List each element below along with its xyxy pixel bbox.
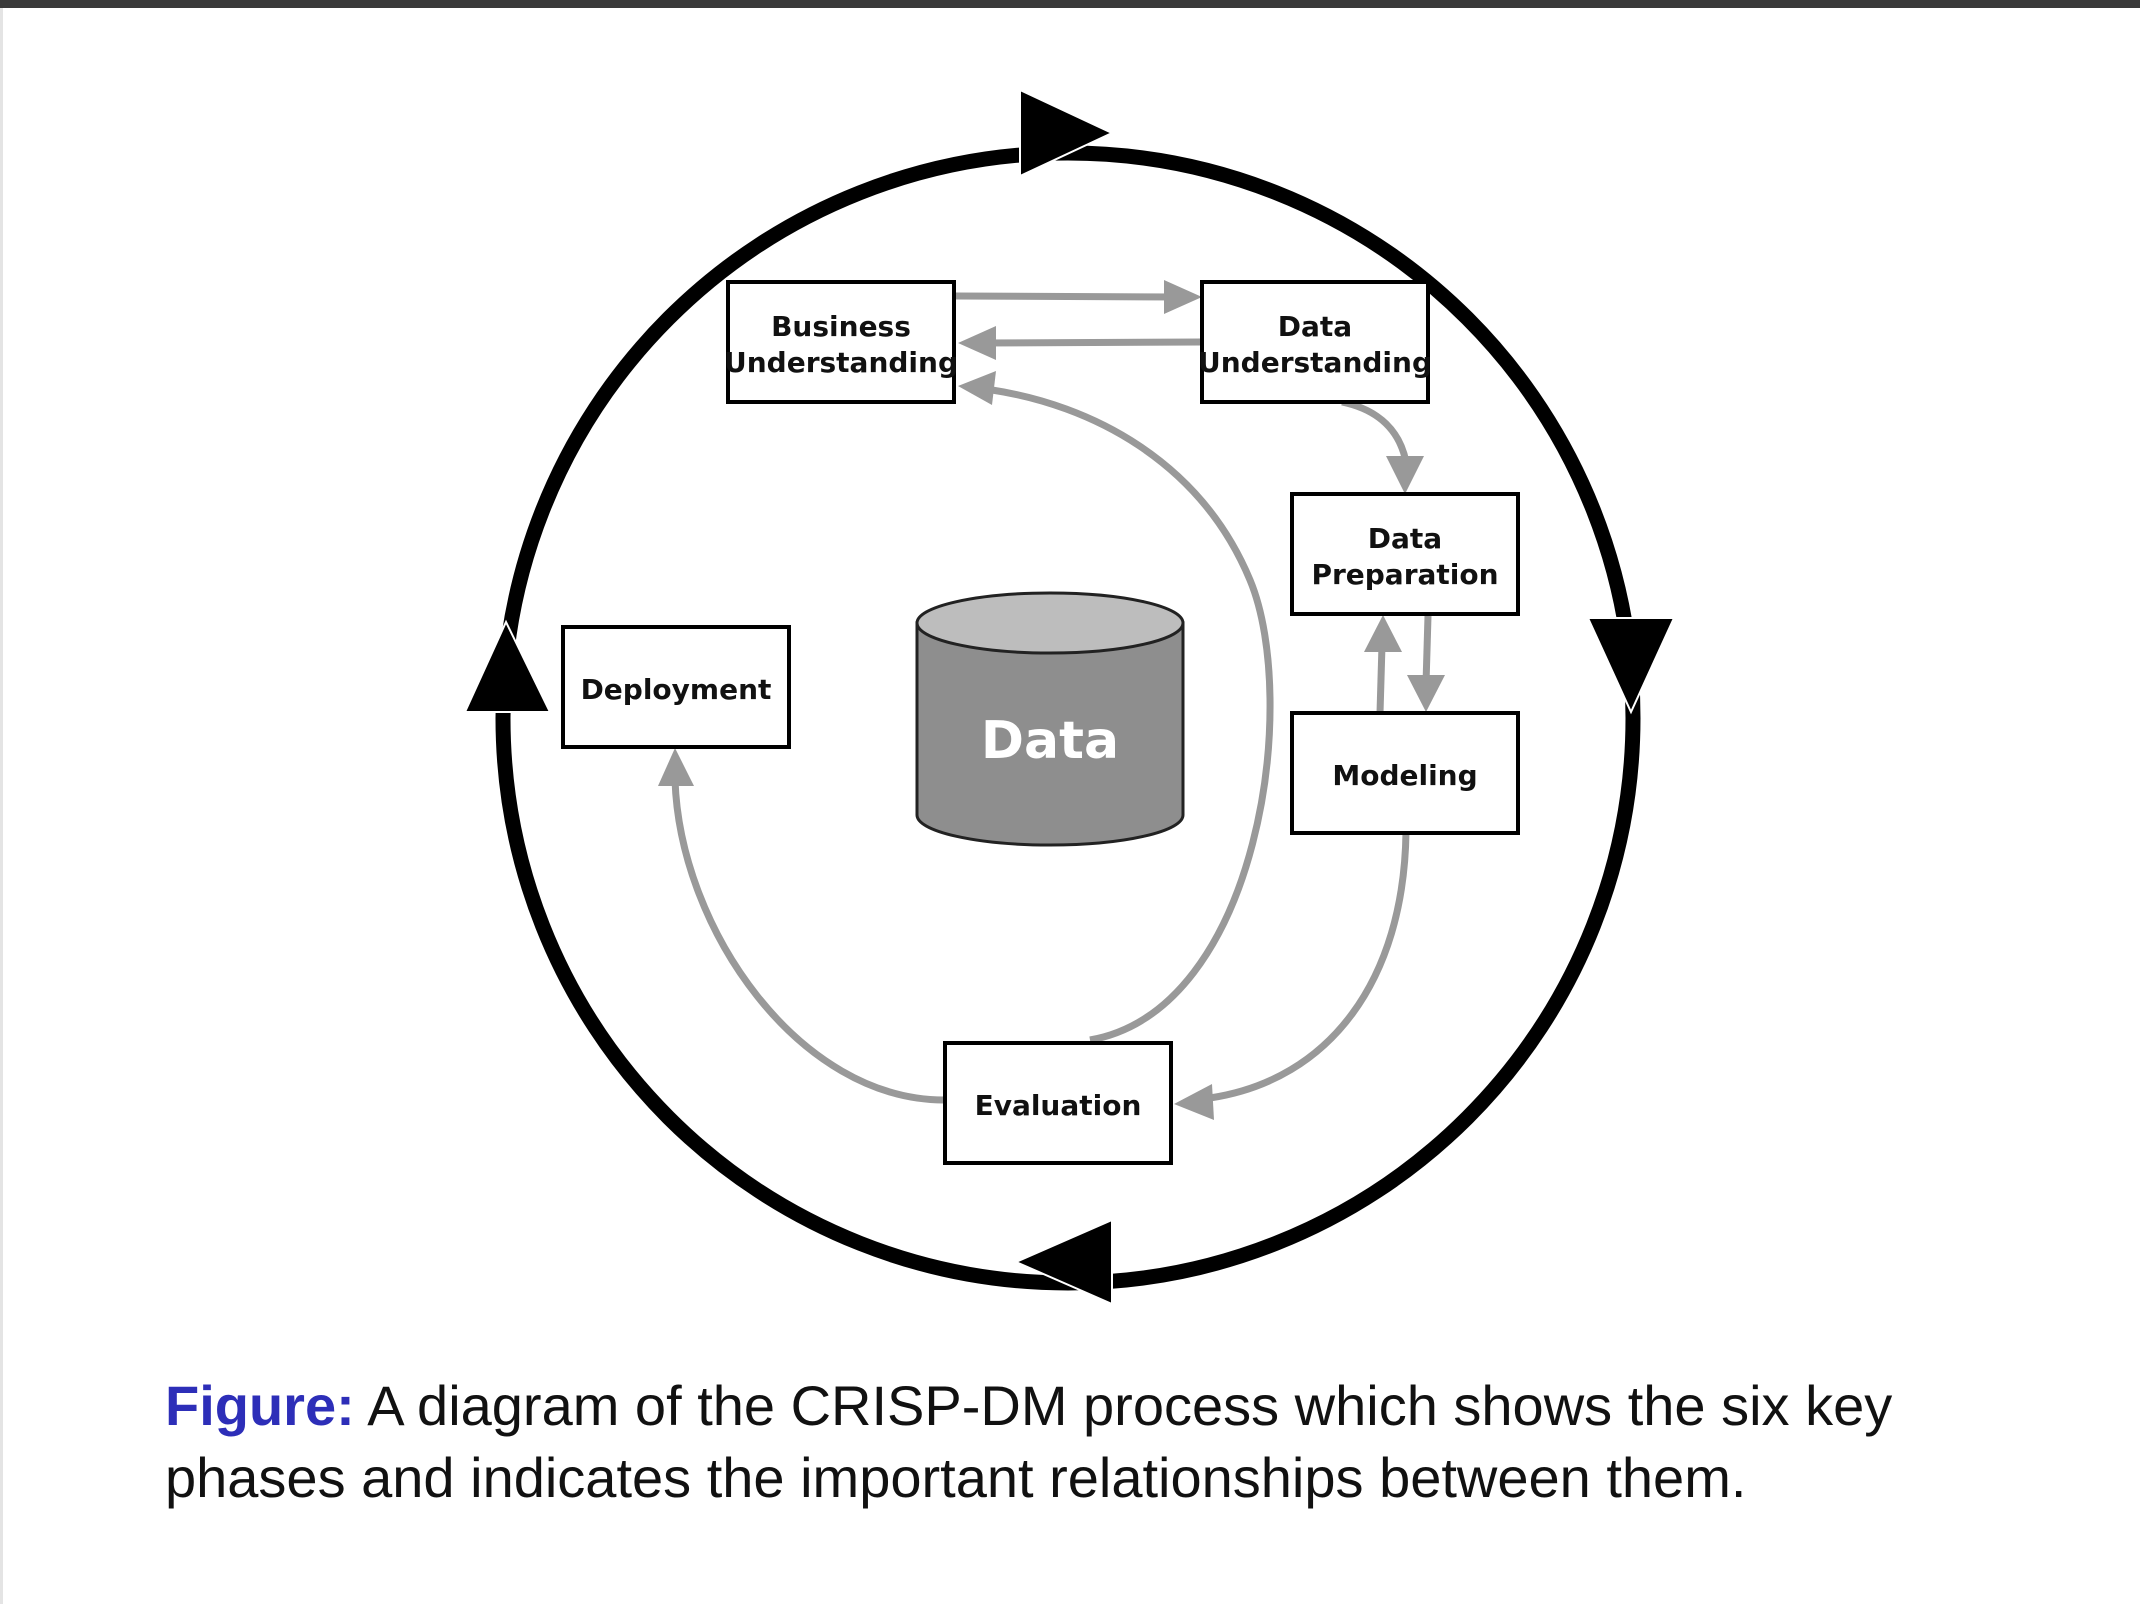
database-cylinder-icon: Data [915, 591, 1185, 847]
arrowhead-modeling-to-preparation-icon [1364, 615, 1402, 652]
cycle-arrowhead-top-icon [1019, 88, 1115, 178]
business-understanding-label-line1: Business [771, 310, 911, 343]
cycle-arrowhead-right-icon [1586, 617, 1676, 715]
arrowhead-evaluation-to-business-icon [958, 371, 996, 405]
data-understanding-label-line1: Data [1278, 310, 1352, 343]
phase-box-data-understanding: Data Understanding [1198, 280, 1432, 404]
arrow-evaluation-to-deployment [671, 779, 945, 1104]
caption-prefix: Figure: [165, 1374, 355, 1437]
modeling-label: Modeling [1332, 759, 1477, 792]
figure-caption: Figure: A diagram of the CRISP-DM proces… [165, 1370, 2065, 1514]
data-preparation-label-line2: Preparation [1311, 558, 1498, 591]
arrow-modeling-to-preparation [1376, 644, 1386, 714]
arrowhead-data-to-business-icon [958, 326, 996, 360]
deployment-label: Deployment [581, 673, 772, 706]
phase-box-evaluation: Evaluation [943, 1041, 1173, 1165]
arrow-preparation-to-modeling [1422, 615, 1432, 685]
arrow-modeling-to-evaluation [1209, 831, 1410, 1102]
phase-box-deployment: Deployment [561, 625, 791, 749]
data-understanding-label-line2: Understanding [1198, 346, 1432, 379]
arrowhead-understanding-to-preparation-icon [1386, 456, 1424, 494]
cycle-arrowhead-bottom-icon [1013, 1218, 1113, 1306]
phase-box-business-understanding: Business Understanding [724, 280, 958, 404]
arrow-data-understanding-to-preparation [1341, 398, 1410, 463]
center-data-label: Data [981, 711, 1119, 771]
arrowhead-preparation-to-modeling-icon [1407, 675, 1445, 712]
phase-box-modeling: Modeling [1290, 711, 1520, 835]
arrowhead-business-to-data-icon [1164, 280, 1202, 314]
arrow-business-to-data-understanding [955, 292, 1181, 301]
data-preparation-label-line1: Data [1368, 522, 1442, 555]
phase-box-data-preparation: Data Preparation [1290, 492, 1520, 616]
cycle-arrowhead-left-icon [463, 619, 552, 713]
window-top-bar [0, 0, 2140, 8]
arrow-evaluation-to-business [991, 386, 1274, 1044]
arrow-data-understanding-to-business [979, 338, 1203, 347]
evaluation-label: Evaluation [975, 1089, 1142, 1122]
business-understanding-label-line2: Understanding [724, 346, 958, 379]
window-left-edge [0, 8, 3, 1604]
arrowhead-evaluation-to-deployment-icon [658, 748, 694, 786]
arrowhead-modeling-to-evaluation-icon [1174, 1084, 1214, 1120]
caption-text: A diagram of the CRISP-DM process which … [165, 1374, 1893, 1509]
